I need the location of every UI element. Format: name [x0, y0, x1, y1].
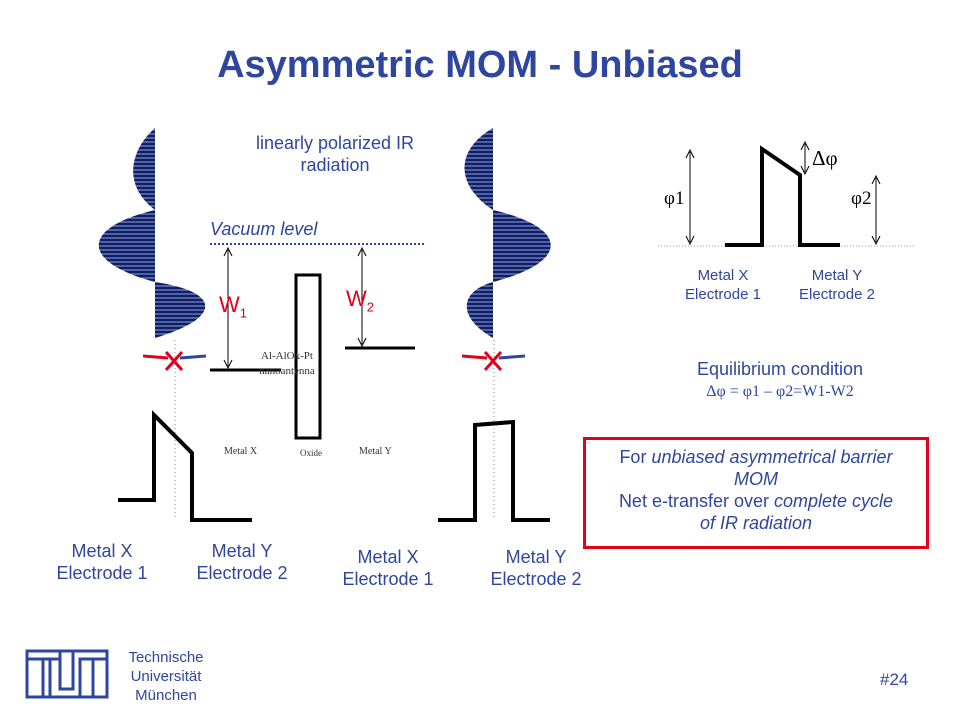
- phi1-label: φ1: [664, 188, 685, 209]
- page-number: #24: [880, 670, 909, 689]
- radiation-label: linearly polarized IR radiation: [255, 133, 415, 175]
- slide-title: Asymmetric MOM - Unbiased: [217, 44, 743, 86]
- w1-label: W1: [219, 292, 247, 321]
- ir-wave-left: [98, 128, 206, 338]
- band-diagram-center: [210, 243, 425, 440]
- small-label-oxide: Oxide: [300, 448, 322, 458]
- antenna-material-label: Al-AlOx-Pt nanoantenna: [259, 350, 315, 377]
- w2-label: W2: [346, 286, 374, 315]
- phi2-label: φ2: [851, 188, 872, 209]
- antenna-symbol-left: [142, 351, 207, 371]
- antenna-symbol-right: [461, 351, 526, 371]
- ir-wave-right: [464, 128, 551, 338]
- small-label-metal-x: Metal X: [224, 446, 258, 457]
- small-label-metal-y: Metal Y: [359, 446, 392, 457]
- vacuum-level-label: Vacuum level: [210, 219, 318, 239]
- note-box: For unbiased asymmetrical barrier MOM Ne…: [583, 437, 929, 549]
- barrier-top-right: [658, 140, 915, 247]
- barrier-left: [118, 410, 252, 522]
- delta-phi-label: Δφ: [812, 146, 838, 170]
- equilibrium-formula: Δφ = φ1 – φ2=W1-W2: [706, 383, 854, 400]
- barrier-right: [438, 419, 550, 522]
- equilibrium-title: Equilibrium condition: [696, 359, 864, 379]
